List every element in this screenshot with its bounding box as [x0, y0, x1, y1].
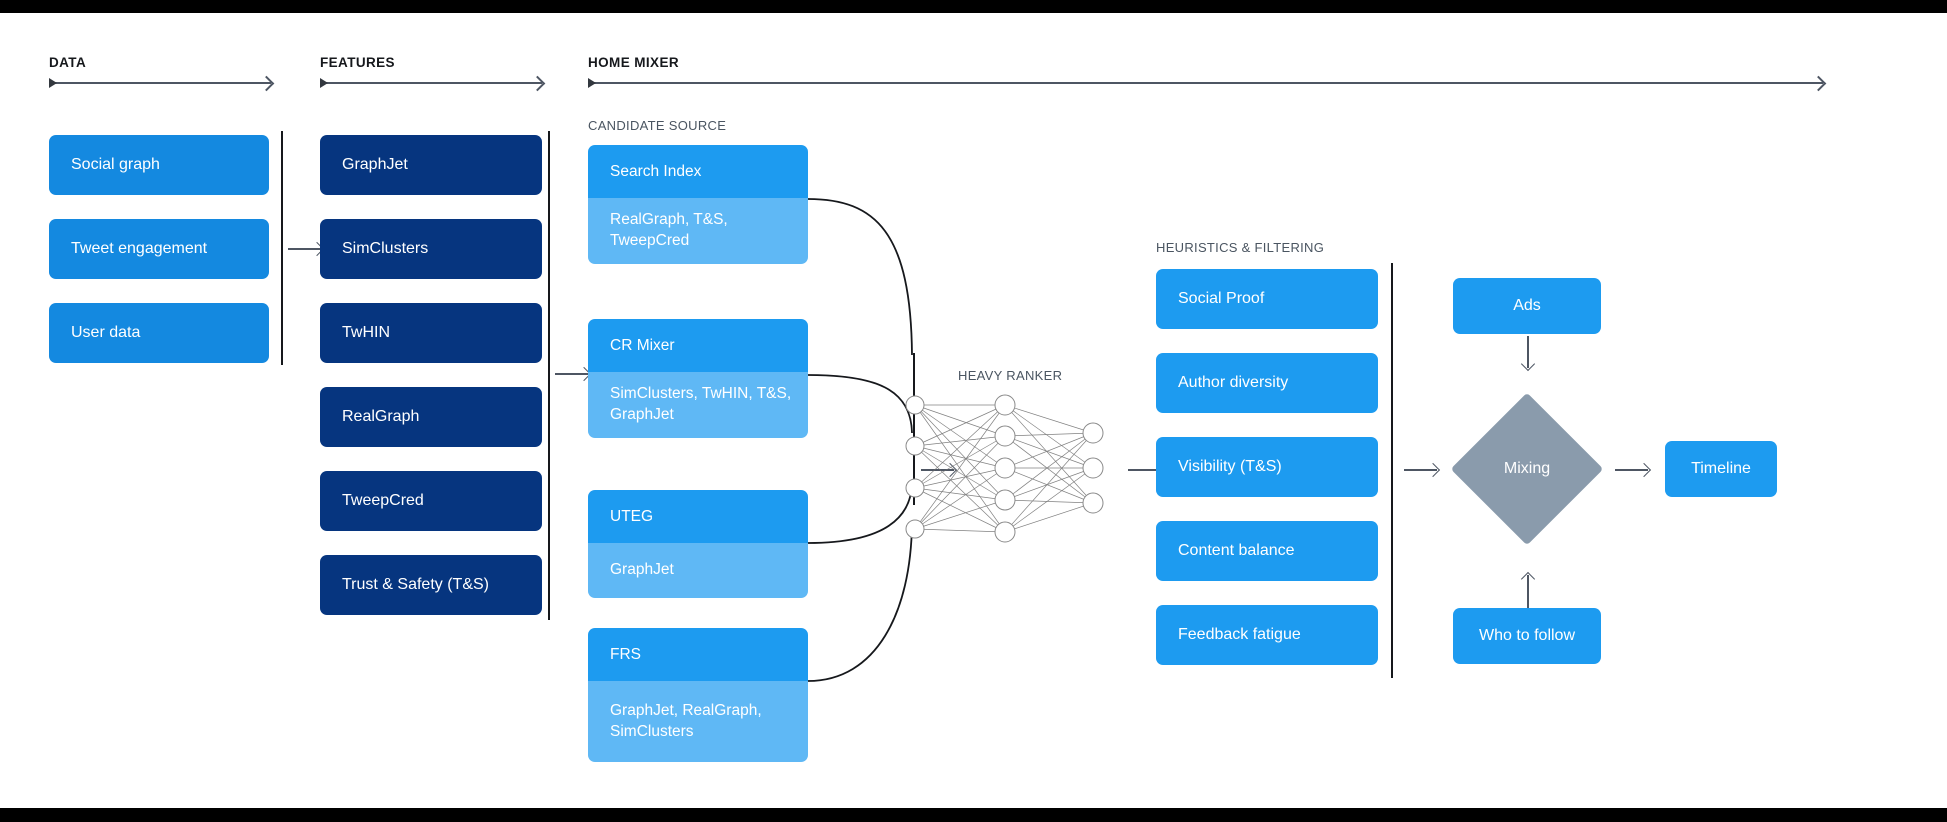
candidate-card-title: CR Mixer [588, 319, 808, 372]
candidate-card-cr-mixer[interactable]: CR Mixer SimClusters, TwHIN, T&S, GraphJ… [588, 319, 808, 438]
output-box-label: Ads [1513, 297, 1541, 314]
candidate-card-frs[interactable]: FRS GraphJet, RealGraph, SimClusters [588, 628, 808, 762]
feature-box-simclusters[interactable]: SimClusters [320, 219, 542, 279]
candidate-card-title: Search Index [588, 145, 808, 198]
data-box-label: Social graph [71, 156, 160, 173]
heuristic-box-author-diversity[interactable]: Author diversity [1156, 353, 1378, 413]
candidate-card-body: GraphJet, RealGraph, SimClusters [588, 681, 808, 762]
arrow-mixing-to-timeline [1615, 469, 1648, 471]
feature-box-label: SimClusters [342, 240, 429, 257]
candidate-card-uteg[interactable]: UTEG GraphJet [588, 490, 808, 598]
arrow-ads-to-mixing [1527, 336, 1529, 368]
heuristic-box-label: Content balance [1178, 542, 1295, 559]
output-box-timeline[interactable]: Timeline [1665, 441, 1777, 497]
divider-candidate-ranker [913, 353, 915, 505]
axis-features [320, 78, 542, 88]
section-title-data: DATA [49, 55, 87, 70]
output-box-label: Who to follow [1478, 627, 1576, 644]
candidate-card-title: UTEG [588, 490, 808, 543]
subsection-title-heavy-ranker: HEAVY RANKER [958, 368, 1063, 383]
feature-box-label: RealGraph [342, 408, 420, 425]
heuristic-box-content-balance[interactable]: Content balance [1156, 521, 1378, 581]
heuristic-box-label: Social Proof [1178, 290, 1265, 307]
arrow-candidates-to-ranker [921, 469, 954, 471]
section-title-features: FEATURES [320, 55, 395, 70]
feature-box-twhin[interactable]: TwHIN [320, 303, 542, 363]
data-box-user-data[interactable]: User data [49, 303, 269, 363]
output-box-ads[interactable]: Ads [1453, 278, 1601, 334]
top-letterbox [0, 0, 1947, 13]
feature-box-realgraph[interactable]: RealGraph [320, 387, 542, 447]
feature-box-trust-safety[interactable]: Trust & Safety (T&S) [320, 555, 542, 615]
section-title-home-mixer: HOME MIXER [588, 55, 680, 70]
subsection-title-candidate-source: CANDIDATE SOURCE [588, 118, 727, 133]
arrow-heuristics-to-mixing [1404, 469, 1437, 471]
heavy-ranker-network [905, 394, 1104, 543]
bottom-letterbox [0, 808, 1947, 822]
heuristic-box-label: Author diversity [1178, 374, 1289, 391]
mixing-label: Mixing [1503, 460, 1551, 477]
candidate-card-body: RealGraph, T&S, TweepCred [588, 198, 808, 264]
candidate-card-search-index[interactable]: Search Index RealGraph, T&S, TweepCred [588, 145, 808, 264]
diagram-canvas: DATA FEATURES HOME MIXER CANDIDATE SOURC… [0, 13, 1947, 808]
axis-data [49, 78, 271, 88]
arrow-features-to-mixer [555, 373, 588, 375]
heuristic-box-label: Feedback fatigue [1178, 626, 1301, 643]
divider-data-features [281, 131, 283, 365]
candidate-card-body: GraphJet [588, 543, 808, 598]
output-box-label: Timeline [1691, 460, 1751, 477]
feature-box-label: TweepCred [342, 492, 424, 509]
feature-box-graphjet[interactable]: GraphJet [320, 135, 542, 195]
feature-box-label: Trust & Safety (T&S) [342, 576, 489, 593]
heuristic-box-label: Visibility (T&S) [1178, 458, 1282, 475]
arrow-data-to-features [288, 248, 321, 250]
heuristic-box-social-proof[interactable]: Social Proof [1156, 269, 1378, 329]
data-box-label: User data [71, 324, 141, 341]
data-box-label: Tweet engagement [71, 240, 208, 257]
divider-features-mixer [548, 131, 550, 620]
output-box-who-to-follow[interactable]: Who to follow [1453, 608, 1601, 664]
data-box-tweet-engagement[interactable]: Tweet engagement [49, 219, 269, 279]
axis-home-mixer [588, 78, 1823, 88]
candidate-card-body: SimClusters, TwHIN, T&S, GraphJet [588, 372, 808, 438]
divider-heuristics-mixing [1391, 263, 1393, 678]
feature-box-label: GraphJet [342, 156, 408, 173]
data-box-social-graph[interactable]: Social graph [49, 135, 269, 195]
candidate-card-title: FRS [588, 628, 808, 681]
feature-box-tweepcred[interactable]: TweepCred [320, 471, 542, 531]
heuristic-box-visibility[interactable]: Visibility (T&S) [1156, 437, 1378, 497]
arrow-ranker-to-heuristics [1128, 469, 1161, 471]
subsection-title-heuristics: HEURISTICS & FILTERING [1156, 240, 1325, 255]
feature-box-label: TwHIN [342, 324, 390, 341]
heuristic-box-feedback-fatigue[interactable]: Feedback fatigue [1156, 605, 1378, 665]
arrow-who-to-follow-to-mixing [1527, 575, 1529, 608]
